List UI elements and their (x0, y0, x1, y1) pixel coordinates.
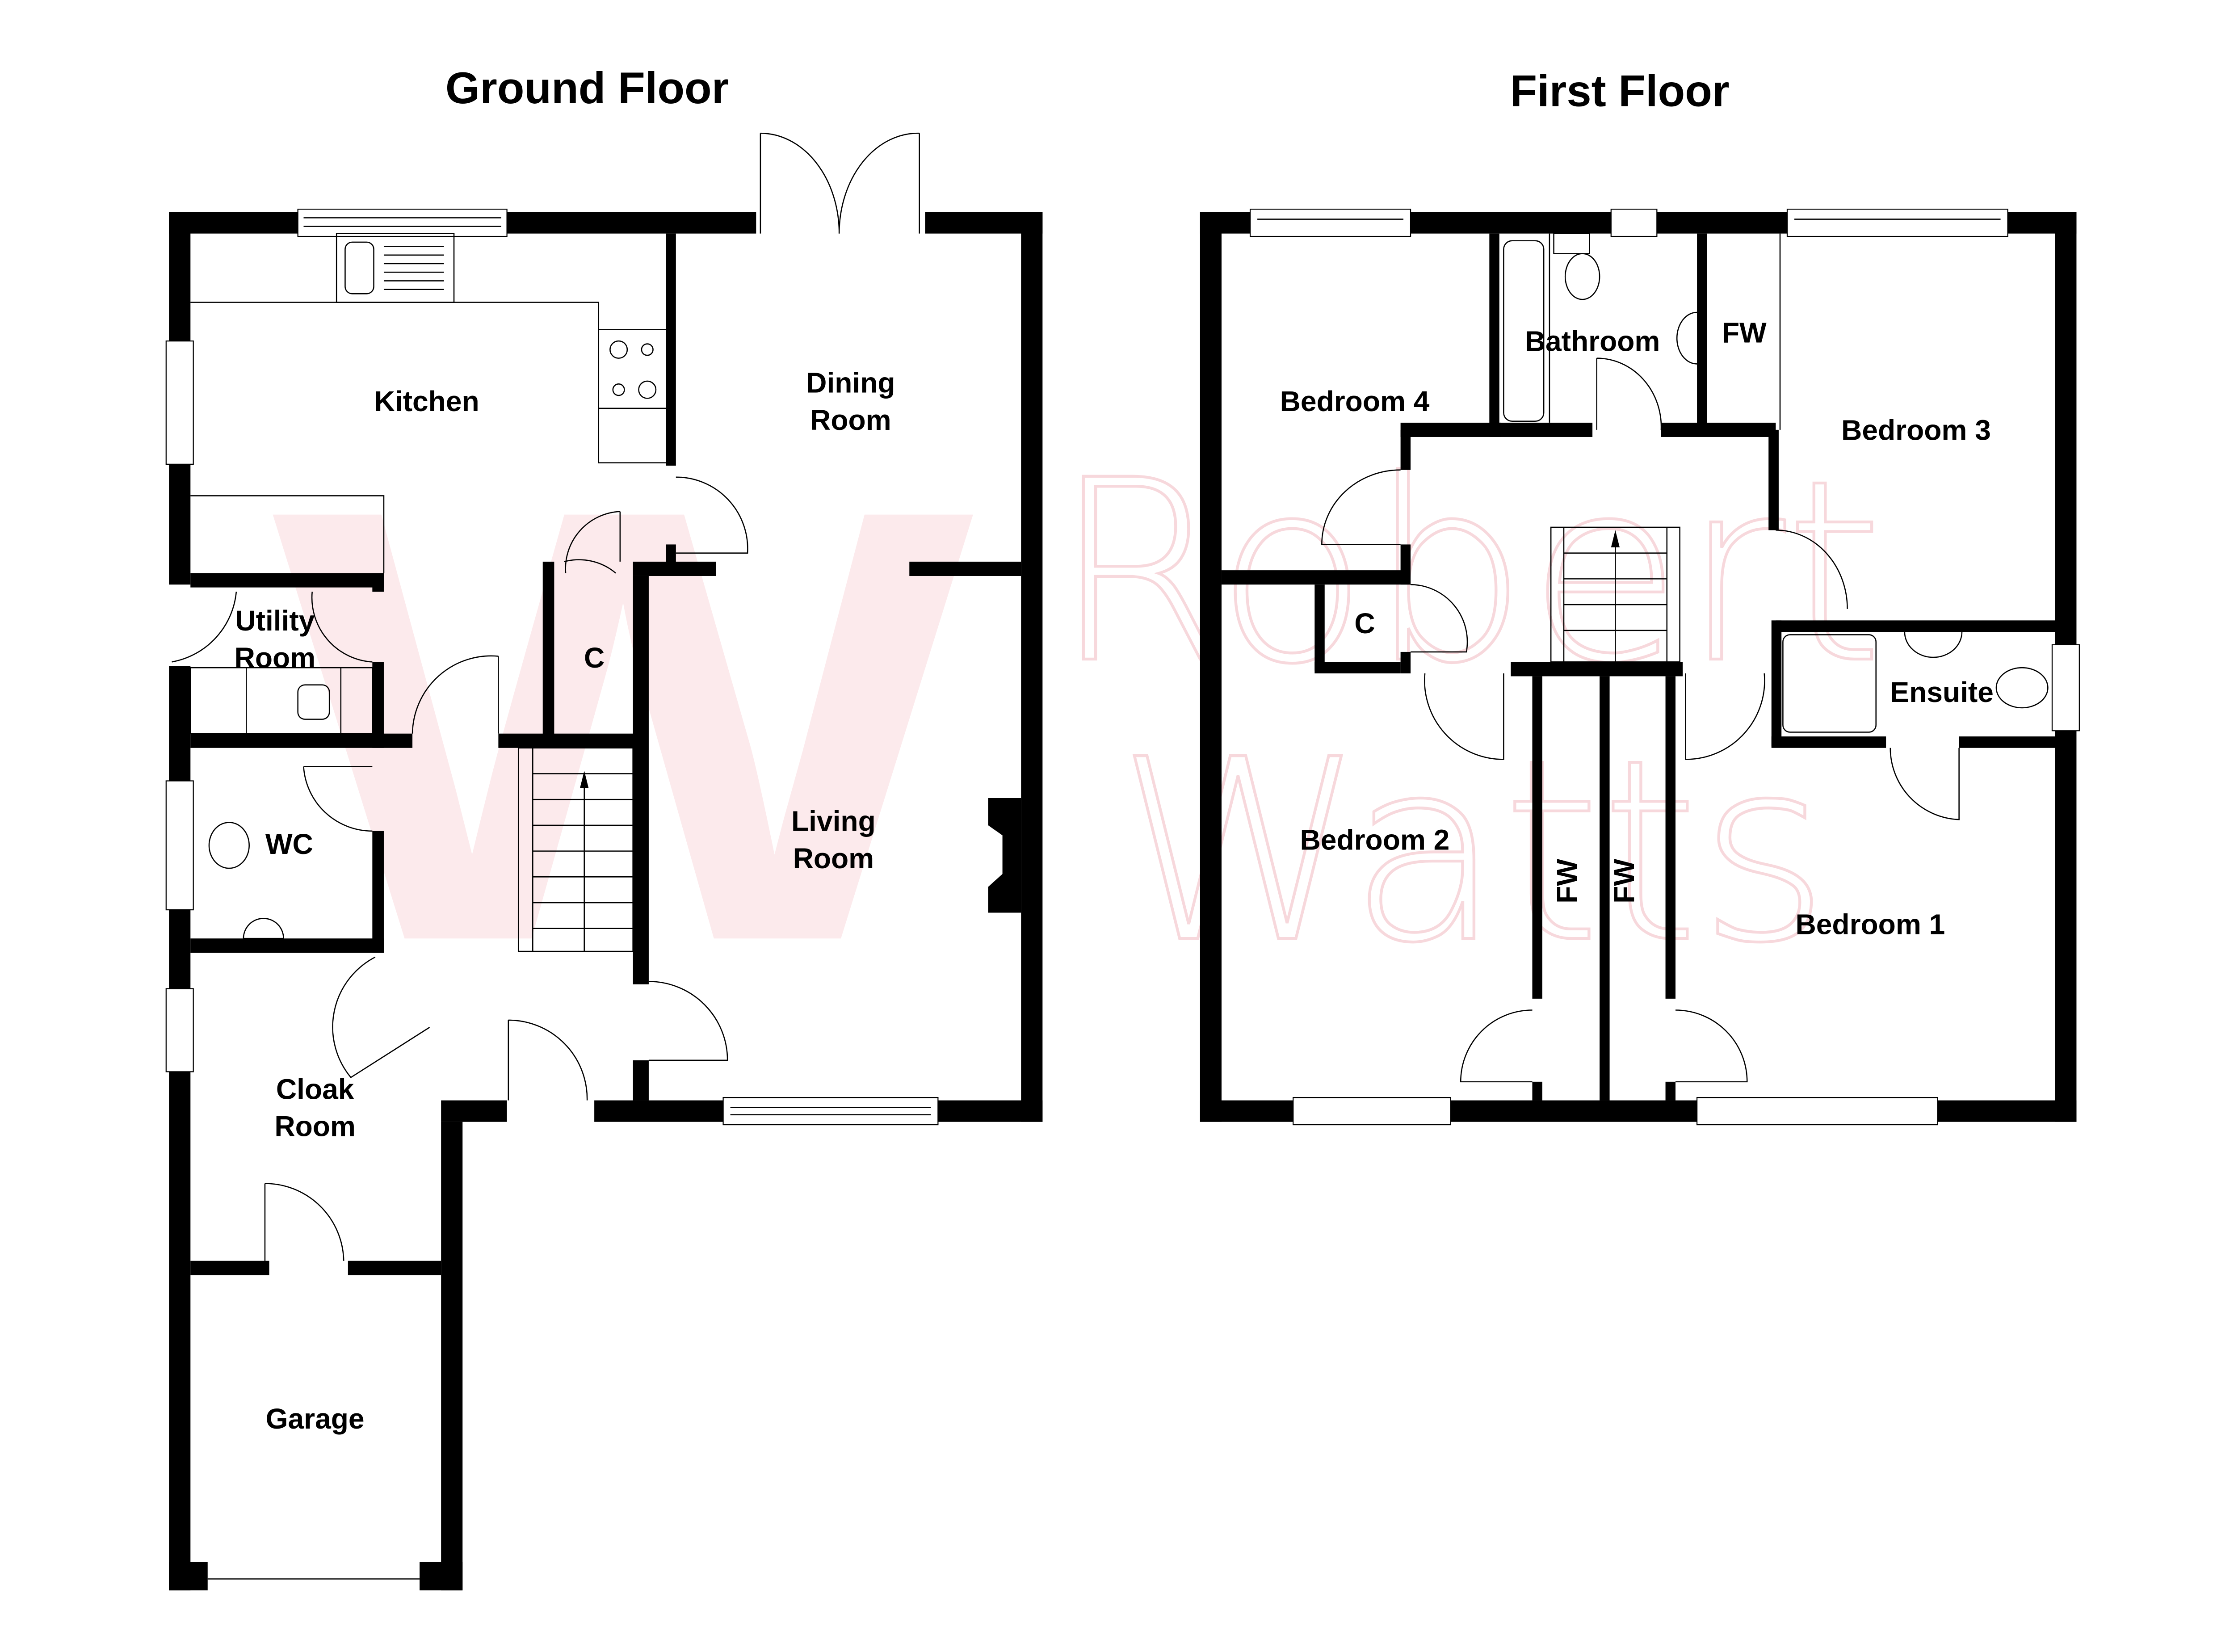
watermark-brand-line1: Robert (1053, 427, 1883, 719)
room-label-garage: Garage (266, 1403, 365, 1435)
first-floor-plan: Bedroom 4 Bathroom FW Bedroom 3 C Ensuit… (1200, 209, 2080, 1126)
room-label-kitchen: Kitchen (374, 385, 479, 417)
room-label-dining-1: Dining (806, 367, 895, 399)
room-label-fw-right: FW (1608, 859, 1640, 904)
room-label-bedroom-3: Bedroom 3 (1841, 414, 1991, 446)
watermark-logo: W (272, 381, 981, 1069)
room-label-bedroom-1: Bedroom 1 (1796, 908, 1945, 941)
ground-floor-plan: Kitchen Dining Room Utility Room C WC Li… (165, 132, 1043, 1591)
watermark: W Robert Watts (272, 381, 1885, 1069)
room-label-fw-left: FW (1551, 859, 1583, 904)
ground-floor-title: Ground Floor (445, 63, 729, 113)
room-label-utility-2: Room (235, 642, 316, 674)
room-label-bedroom-2: Bedroom 2 (1300, 824, 1450, 856)
room-label-ensuite: Ensuite (1890, 676, 1994, 708)
room-label-cupboard-ff: C (1354, 607, 1375, 639)
room-label-utility-1: Utility (235, 605, 315, 637)
room-label-bedroom-4: Bedroom 4 (1280, 385, 1430, 417)
room-label-bathroom: Bathroom (1525, 325, 1660, 357)
room-label-cupboard: C (584, 642, 605, 674)
first-floor-title: First Floor (1510, 66, 1729, 116)
room-label-wc: WC (265, 828, 313, 860)
room-label-living-1: Living (791, 805, 876, 837)
room-label-cloak-2: Room (274, 1110, 356, 1143)
room-label-living-2: Room (793, 842, 874, 874)
room-label-cloak-1: Cloak (276, 1073, 354, 1105)
room-label-fw-top: FW (1722, 316, 1767, 349)
room-label-dining-2: Room (810, 404, 891, 436)
